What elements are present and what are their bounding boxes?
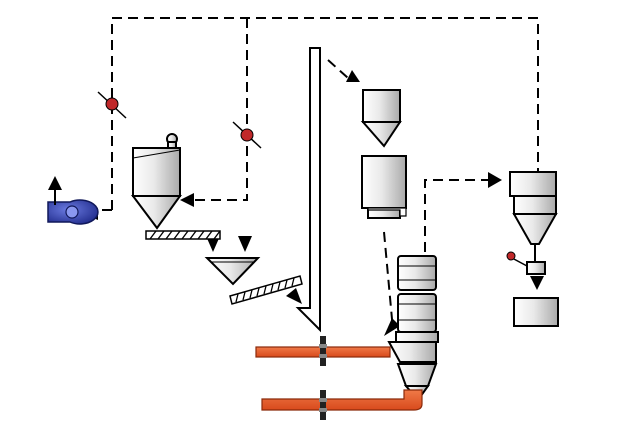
roller-mill [387,255,439,402]
top-duct-loop [111,17,539,210]
arrow-icon [346,70,360,82]
damper-valve-icon [240,128,254,142]
damper-valve-right [232,121,262,149]
elevator-to-bin-line [327,59,349,79]
arrow-icon [286,288,302,304]
exhaust-fan [47,176,99,225]
feed-hopper [204,257,261,286]
arrow-icon [48,176,62,190]
damper-valve-left [97,91,127,119]
cyclone-collector [506,171,558,275]
dashed-duct-network [100,17,539,331]
mill-vent-duct [192,18,248,201]
mill-to-cyclone-duct [424,179,490,252]
screw-conveyor-lower [229,275,303,305]
bucket-elevator [295,47,321,333]
screw-conveyor-upper [145,230,221,240]
weigh-feeder [361,155,407,219]
damper-valve-icon [506,251,516,261]
product-bin [513,297,559,327]
arrow-icon [530,276,544,290]
storage-bin [360,89,402,148]
hot-gas-pipe-lower [261,389,423,420]
arrow-icon [180,193,194,207]
arrow-icon [384,318,400,336]
arrow-icon [238,236,252,252]
arrow-icon [206,236,220,252]
damper-valve-icon [105,97,119,111]
hot-gas-pipe-upper [255,336,391,366]
flow-arrows [84,70,544,336]
raw-material-silo [131,133,182,230]
filter-drop-line [383,231,394,331]
arrow-icon [488,172,502,188]
